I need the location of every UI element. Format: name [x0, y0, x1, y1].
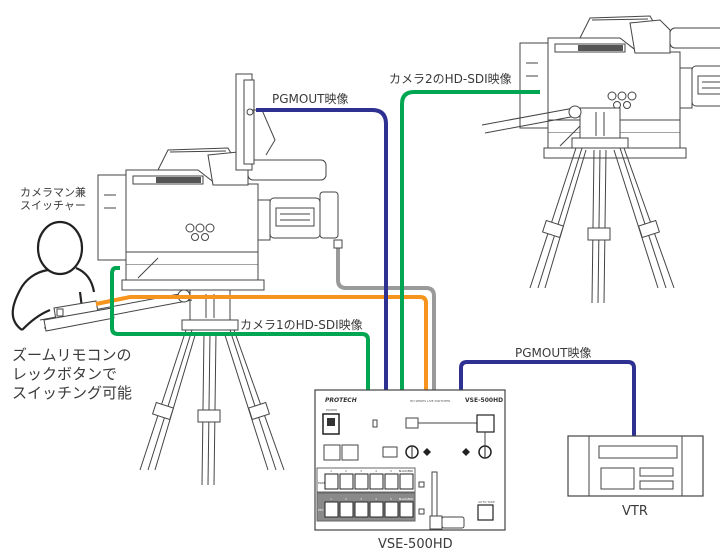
t-bar-fader[interactable]	[429, 471, 465, 530]
camera-1-signal-label: カメラ1のHD-SDI映像	[240, 318, 363, 332]
pgm-button-2[interactable]	[339, 473, 354, 490]
take-button[interactable]	[476, 414, 495, 433]
pgm-row-label: PGM	[318, 481, 325, 485]
auto-take-label: AUTO TAKE	[478, 500, 495, 504]
camera-2-tripod	[481, 105, 675, 304]
pst-button-1[interactable]	[324, 501, 339, 518]
vtr-caption: VTR	[622, 504, 648, 519]
auto-take-button[interactable]	[477, 504, 494, 521]
cable-camera-1-sdi	[110, 266, 370, 390]
pgmout-monitor-label: PGMOUT映像	[272, 92, 349, 106]
pst-button-label: 1	[330, 497, 332, 501]
pgm-button-label: 4	[375, 469, 377, 473]
pst-button-3[interactable]	[354, 501, 369, 518]
switcher-caption: VSE-500HD	[378, 537, 453, 552]
pst-button-row: 1 2 3 4 5 BLACK/BKD	[324, 497, 414, 518]
pst-button-black[interactable]	[399, 501, 414, 518]
pst-button-4[interactable]	[369, 501, 384, 518]
pgm-button-5[interactable]	[384, 473, 399, 490]
wipe-button[interactable]	[341, 444, 359, 461]
pgm-button-label: BLACK/BKD	[399, 469, 413, 473]
mix-button[interactable]	[323, 444, 341, 461]
switcher-model: VSE-500HD	[465, 397, 503, 404]
operator-label: カメラマン兼 スイッチャー	[20, 186, 86, 212]
pst-button-2[interactable]	[339, 501, 354, 518]
pgm-button-row: 1 2 3 4 5 BLACK/BKD	[324, 469, 414, 490]
zoom-remote-controller	[43, 300, 115, 332]
pst-button-label: 3	[360, 497, 362, 501]
pgmout-vtr-label: PGMOUT映像	[515, 346, 592, 360]
cable-remote	[95, 295, 428, 390]
cable-pgmout-vtr	[459, 360, 636, 436]
switcher-vse-500hd: PROTECH HD SERIES LIVE SWITCHER VSE-500H…	[314, 389, 506, 531]
pgm-button-label: 2	[345, 469, 347, 473]
pgm-button-label: 5	[390, 469, 392, 473]
power-label: POWER	[326, 408, 337, 412]
switcher-subtitle: HD SERIES LIVE SWITCHER	[410, 399, 450, 403]
zoom-remote-note: ズームリモコンの レックボタンで スイッチング可能	[12, 346, 133, 402]
pgm-button-label: 1	[330, 469, 332, 473]
camera-1	[97, 73, 339, 291]
pst-button-label: BLACK/BKD	[399, 497, 413, 501]
pgm-button-3[interactable]	[354, 473, 369, 490]
cable-pgmout-monitor	[256, 108, 388, 390]
switcher-brand: PROTECH	[325, 397, 357, 404]
camera-2-signal-label: カメラ2のHD-SDI映像	[389, 72, 512, 86]
pgm-button-1[interactable]	[324, 473, 339, 490]
pst-row-label: PST	[318, 508, 324, 512]
pgm-button-label: 3	[360, 469, 362, 473]
pst-button-label: 4	[375, 497, 377, 501]
cable-camera-2-sdi	[400, 90, 540, 390]
pst-button-label: 5	[390, 497, 392, 501]
pgm-button-black[interactable]	[399, 473, 414, 490]
pgm-button-4[interactable]	[369, 473, 384, 490]
camera-1-monitor	[235, 73, 276, 171]
pst-button-label: 2	[345, 497, 347, 501]
pst-button-5[interactable]	[384, 501, 399, 518]
vtr-device	[567, 435, 704, 497]
